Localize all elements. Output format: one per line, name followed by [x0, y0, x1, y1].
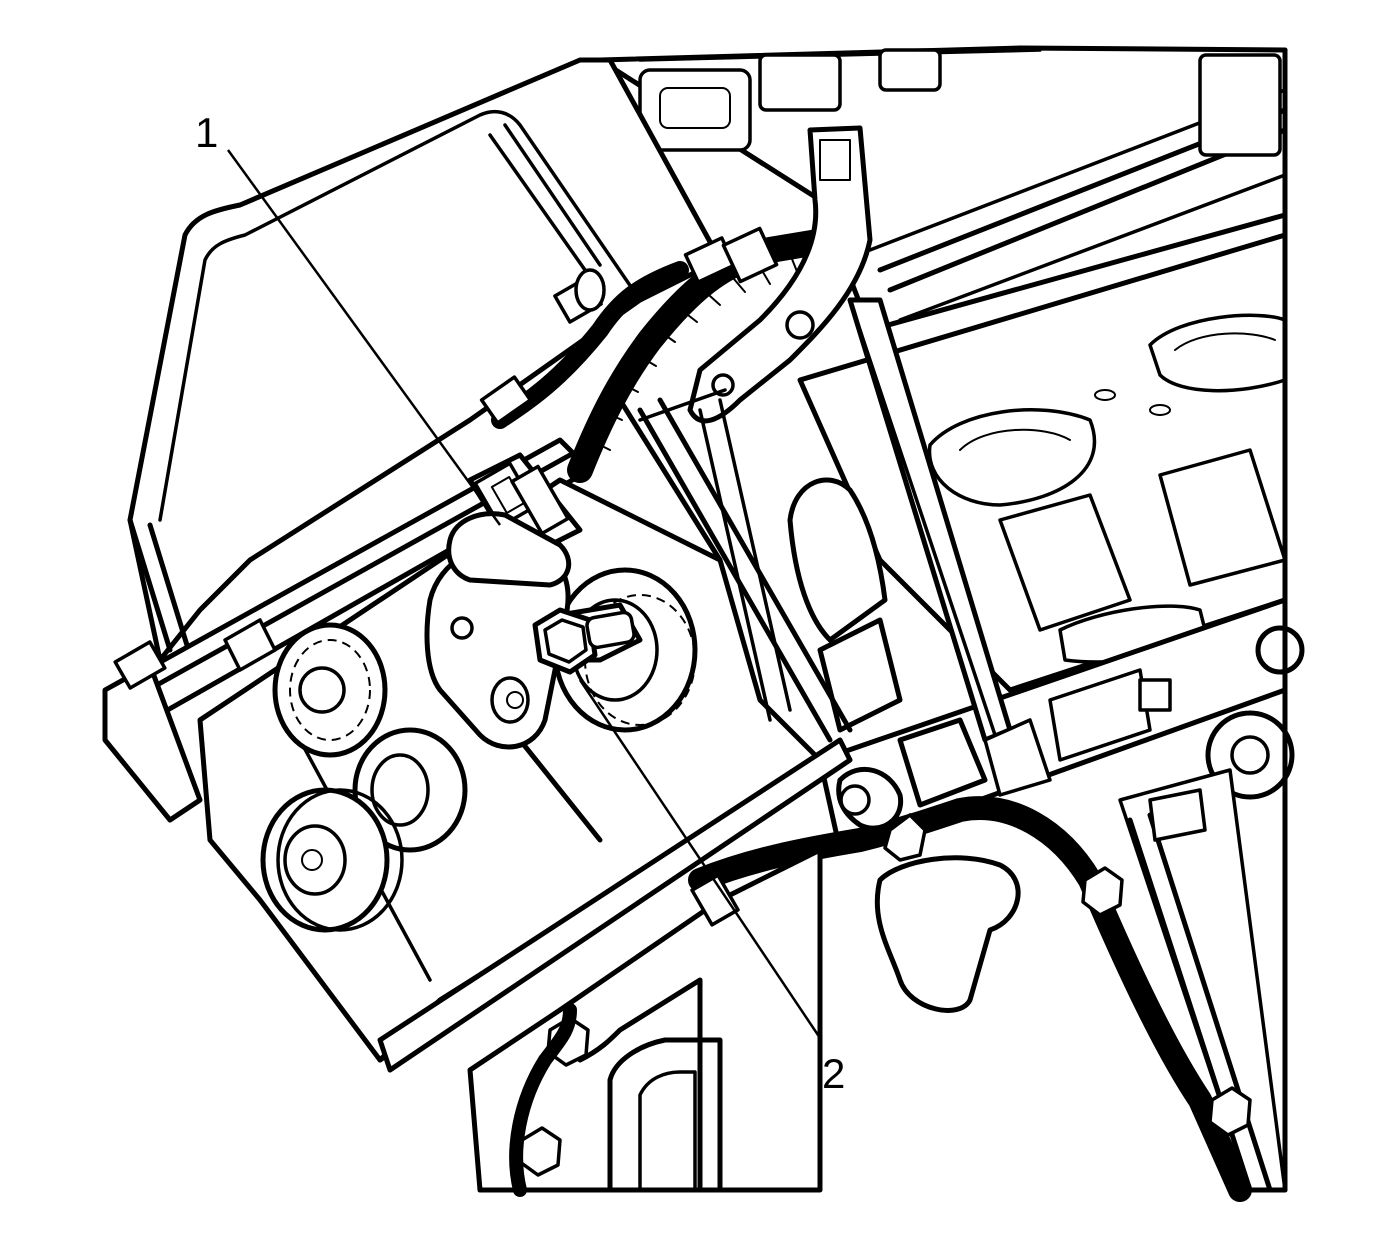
callout-1-leader — [226, 149, 502, 526]
callout-2-label: 2 — [822, 1050, 845, 1097]
sensor-connector — [446, 452, 583, 588]
coolant-tube — [688, 766, 1252, 1202]
upper-rail-assembly — [597, 45, 1288, 333]
retaining-bolt — [532, 602, 643, 675]
sensor-mount-boss — [424, 541, 571, 750]
idler-pulley — [260, 787, 404, 933]
callout-1-label: 1 — [195, 109, 218, 156]
valve-cover — [127, 57, 723, 663]
lower-cover — [467, 847, 823, 1197]
callout-1: 1 — [195, 109, 502, 526]
callout-2-leader — [578, 679, 822, 1039]
rail-bracket — [638, 125, 873, 424]
wiring-harness — [479, 226, 843, 483]
injector-housing — [637, 397, 1052, 808]
callout-2: 2 — [578, 679, 845, 1097]
